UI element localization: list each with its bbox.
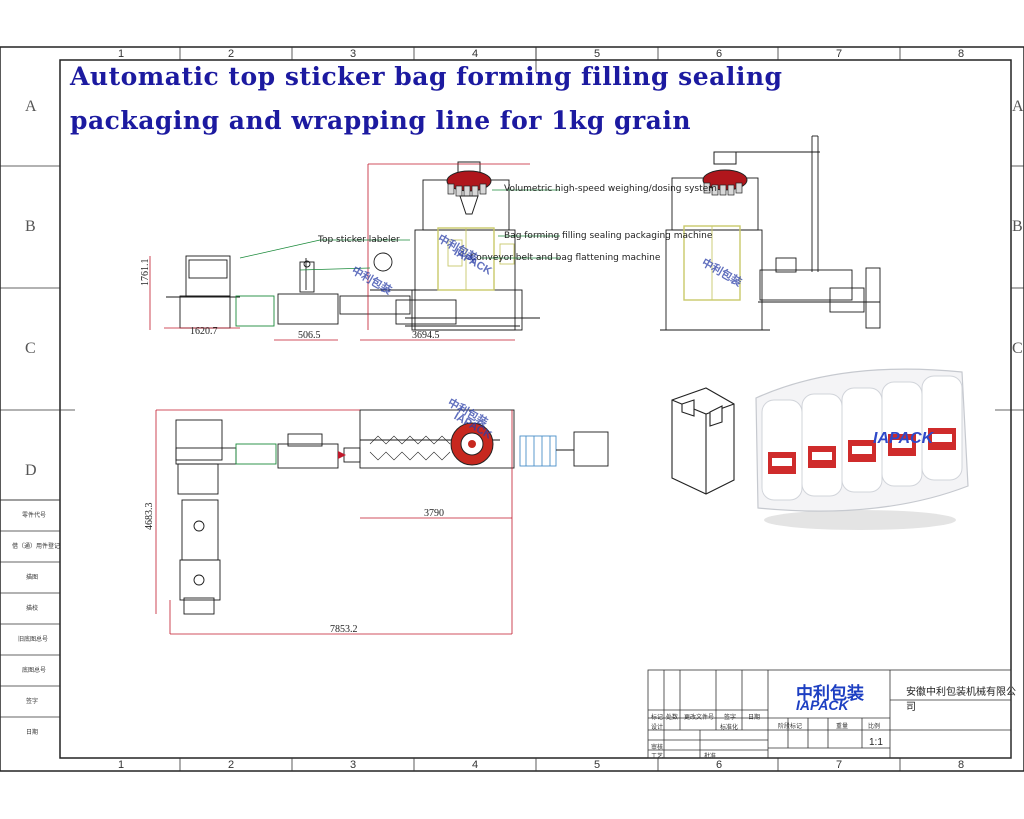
column-label: 8 xyxy=(958,759,965,771)
leader-note: Volumetric high-speed weighing/dosing sy… xyxy=(504,184,717,194)
outer-frame xyxy=(0,46,1024,772)
inner-frame xyxy=(59,59,1012,759)
title-block-cell: 日期 xyxy=(748,714,761,721)
column-label: 5 xyxy=(594,48,601,60)
brand-logo-cn: 中利包装 xyxy=(796,684,864,704)
side-record-label: 底图总号 xyxy=(22,667,47,674)
dimension-height-front: 1761.1 xyxy=(140,258,151,287)
title-block-cell: 阶段标记 xyxy=(778,723,803,730)
weigher-top xyxy=(450,422,494,466)
company-name: 安徽中利包装机械有限公司 xyxy=(906,687,1016,713)
column-label: 3 xyxy=(350,759,357,771)
column-label: 7 xyxy=(836,759,843,771)
row-label: A xyxy=(25,98,37,115)
column-label: 7 xyxy=(836,48,843,60)
title-block-cell: 重量 xyxy=(836,723,849,730)
side-record-label: 签字 xyxy=(26,698,39,705)
column-label: 4 xyxy=(472,48,479,60)
row-label: B xyxy=(1012,218,1023,235)
weigher-side xyxy=(702,151,748,196)
title-block-cell: 比例 xyxy=(868,723,881,730)
row-label: C xyxy=(25,340,36,357)
title-block-cell: 更改文件号 xyxy=(684,714,715,721)
side-record-label: 描校 xyxy=(26,605,39,612)
flow-arrow xyxy=(338,451,346,459)
side-record-table xyxy=(0,499,60,718)
dimension-top-height: 4683.3 xyxy=(144,502,155,531)
title-block-grid xyxy=(647,669,1012,759)
front-view xyxy=(166,179,540,331)
side-record-label: 零件代号 xyxy=(22,512,47,519)
title-block-cell: 处数 xyxy=(666,714,679,721)
title-block-cell: 标准化 xyxy=(720,724,739,731)
front-leader-lines xyxy=(239,189,560,271)
leader-note: Bag forming filling sealing packaging ma… xyxy=(504,231,713,241)
column-label: 6 xyxy=(716,759,723,771)
photo-brand-label: IAPACK xyxy=(873,430,934,447)
front-dimension-lines xyxy=(149,163,530,341)
drawing-title-line-2: packaging and wrapping line for 1kg grai… xyxy=(70,106,692,135)
weigher-front xyxy=(446,161,492,215)
title-block-cell: 批准 xyxy=(704,753,717,760)
column-label: 1 xyxy=(118,48,125,60)
column-label: 6 xyxy=(716,48,723,60)
side-record-label: 描图 xyxy=(26,574,39,581)
column-label: 8 xyxy=(958,48,965,60)
side-record-label: 日期 xyxy=(26,729,39,736)
column-label: 1 xyxy=(118,759,125,771)
side-record-label: 借（通）用件登记 xyxy=(12,543,61,550)
row-grid xyxy=(0,47,1024,501)
dimension-d2: 506.5 xyxy=(298,330,321,341)
column-label: 4 xyxy=(472,759,479,771)
title-block-cell: 工艺 xyxy=(651,753,664,760)
title-block-cell: 审核 xyxy=(651,744,664,751)
top-view-chain xyxy=(369,435,451,461)
column-label: 5 xyxy=(594,759,601,771)
title-block-cell: 设计 xyxy=(651,724,664,731)
leader-note: Top sticker labeler xyxy=(318,235,400,245)
drawing-scale: 1:1 xyxy=(869,737,883,748)
leader-note: Conveyor belt and bag flattening machine xyxy=(470,253,661,263)
title-block-cell: 签字 xyxy=(724,714,737,721)
row-label: A xyxy=(1012,98,1024,115)
row-label: D xyxy=(25,462,37,479)
drawing-title-line-1: Automatic top sticker bag forming fillin… xyxy=(70,62,783,91)
top-dimension-lines xyxy=(155,409,513,635)
column-label: 2 xyxy=(228,48,235,60)
title-block-cell: 标记 xyxy=(651,714,664,721)
brand-logo-en: IAPACK xyxy=(796,697,849,713)
product-photo xyxy=(755,368,969,530)
dimension-d1: 1620.7 xyxy=(190,326,218,337)
column-label: 3 xyxy=(350,48,357,60)
side-record-label: 旧底图总号 xyxy=(18,636,49,643)
column-label: 2 xyxy=(228,759,235,771)
dimension-d3: 3694.5 xyxy=(412,330,440,341)
top-view xyxy=(175,409,609,615)
dimension-top-machine: 3790 xyxy=(424,508,444,519)
carton-sketch xyxy=(671,387,735,495)
dimension-top-total: 7853.2 xyxy=(330,624,358,635)
row-label: C xyxy=(1012,340,1023,357)
row-label: B xyxy=(25,218,36,235)
